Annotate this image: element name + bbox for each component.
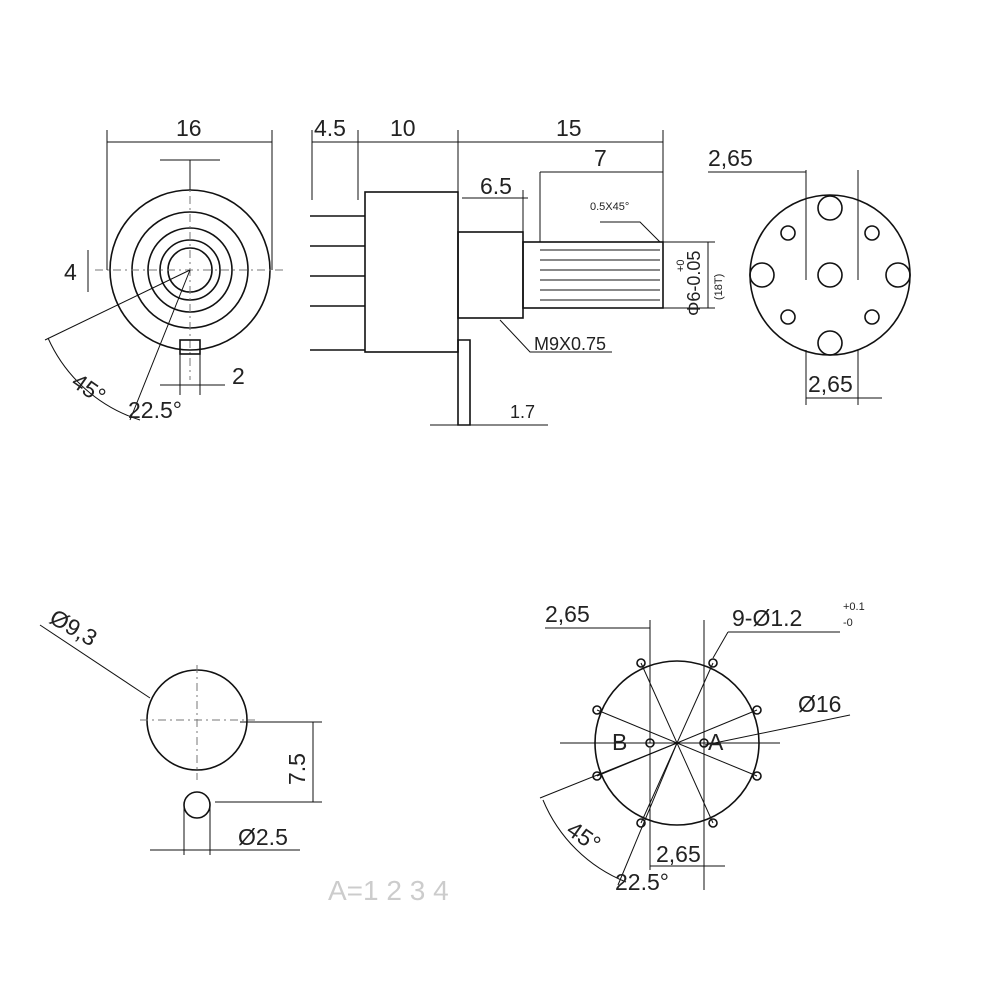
dim-7: 7 [594, 145, 607, 171]
dim-10: 10 [390, 115, 416, 141]
dim-angle-22-5: 22.5° [128, 397, 182, 423]
dim-angle-22-5-pcb: 22.5° [615, 869, 669, 895]
dim-rear-top: 2,65 [708, 145, 753, 171]
dim-4-5: 4.5 [314, 115, 346, 141]
rear-view: 2,65 2,65 [708, 145, 911, 405]
panel-cutout: Ø9,3 7.5 Ø2.5 [39, 604, 322, 855]
label-b: B [612, 729, 627, 755]
dim-6-5: 6.5 [480, 173, 512, 199]
label-a: A [708, 729, 724, 755]
dim-holes: 9-Ø1.2 [732, 605, 802, 631]
dim-flat: 4 [64, 259, 77, 285]
thread-note: M9X0.75 [534, 334, 606, 354]
dim-circle-diameter: Ø16 [798, 691, 841, 717]
dim-1-7: 1.7 [510, 402, 535, 422]
dim-pin-diameter: Ø2.5 [238, 824, 288, 850]
dim-tab: 2 [232, 363, 245, 389]
dim-15: 15 [556, 115, 582, 141]
dim-rear-bottom: 2,65 [808, 371, 853, 397]
teeth-note: (18T) [713, 274, 725, 300]
dim-spacing-top: 2,65 [545, 601, 590, 627]
dim-spacing-bottom: 2,65 [656, 841, 701, 867]
dim-hole-diameter: Ø9,3 [46, 604, 102, 651]
position-note: A=1 2 3 4 [328, 875, 449, 906]
dim-shaft-diameter: Φ6-0.05 [684, 251, 704, 316]
front-view: 16 4 2 45° 22.5° [44, 115, 285, 423]
pcb-layout: 2,65 9-Ø1.2 +0.1 -0 Ø16 B A 45° 2,65 22.… [539, 601, 865, 895]
dim-offset: 7.5 [284, 753, 310, 785]
dim-tol-plus: +0.1 [843, 601, 865, 613]
dim-tol-minus: -0 [843, 617, 853, 629]
dim-width: 16 [176, 115, 202, 141]
dim-shaft-tolerance: +0 [675, 259, 687, 272]
chamfer-note: 0.5X45° [590, 201, 629, 213]
dim-angle-45-pcb: 45° [562, 816, 605, 857]
side-view: 4.5 10 15 6.5 7 0.5X45° Φ6-0.05 +0 (18T)… [310, 115, 725, 426]
